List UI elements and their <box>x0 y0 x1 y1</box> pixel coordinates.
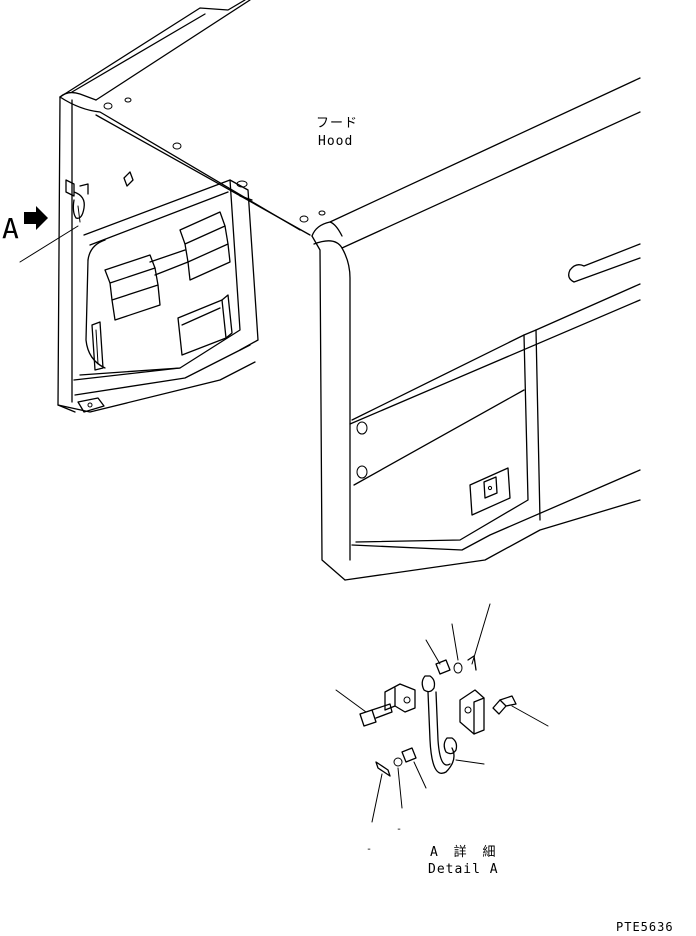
callout-line-5 <box>511 705 549 727</box>
drawing-code: PTE5636 <box>616 920 674 934</box>
callout-line-4 <box>471 603 491 665</box>
view-a-marker <box>19 206 79 263</box>
detail-a-assembly <box>335 603 549 823</box>
callout-line-7 <box>371 773 383 823</box>
hood-label-english: Hood <box>318 134 354 149</box>
callout-line-9 <box>413 761 427 789</box>
callout-line-2 <box>425 639 441 665</box>
right-hood-unit <box>311 77 641 581</box>
callout-dash-label: - <box>366 844 374 855</box>
callout-line-6 <box>455 759 485 765</box>
view-a-label: A <box>2 212 19 245</box>
hood-label-japanese: フード <box>316 116 359 131</box>
left-hood-unit <box>57 0 326 413</box>
callout-dash-label: - <box>396 824 404 835</box>
view-arrow-icon <box>24 206 48 230</box>
callout-line-1 <box>335 689 367 713</box>
callout-line-8 <box>397 767 403 809</box>
detail-a-title-japanese: A 詳 細 <box>430 845 500 860</box>
callout-line-3 <box>451 623 459 661</box>
detail-a-title-english: Detail A <box>428 862 499 877</box>
